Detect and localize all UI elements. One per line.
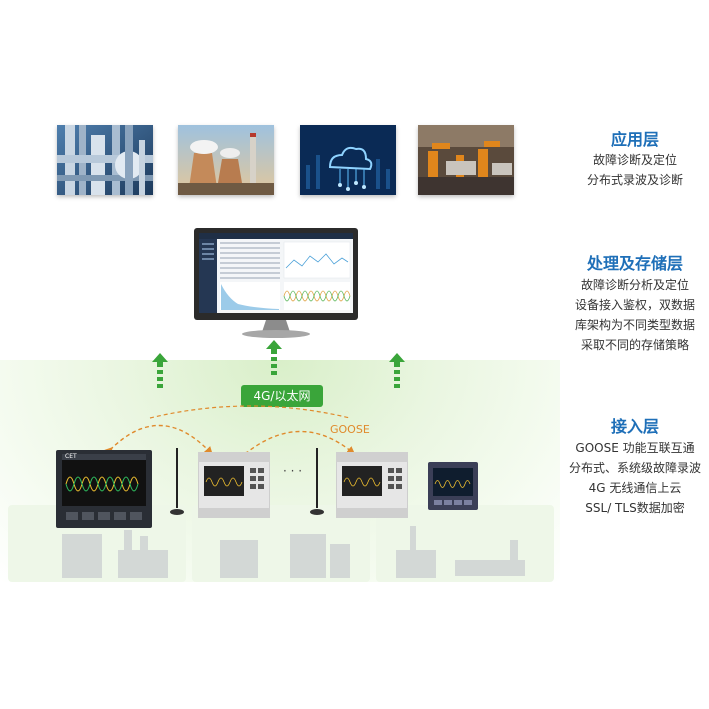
power-meter-device: [428, 462, 478, 510]
up-arrow-icon: [266, 340, 282, 375]
power-plant-image: [178, 125, 274, 195]
access-layer-line: GOOSE 功能互联互通: [575, 441, 695, 455]
access-layer-title: 接入层: [610, 417, 659, 436]
access-layer-line: 4G 无线通信上云: [588, 481, 682, 495]
up-arrow-icon: [152, 353, 168, 388]
din-rail-recorder-device: [335, 451, 409, 519]
cloud-computing-image: [300, 125, 396, 195]
processing-layer-title: 处理及存储层: [586, 254, 683, 273]
ellipsis: · · ·: [283, 464, 303, 478]
access-layer-description: GOOSE 功能互联互通 分布式、系统级故障录波 4G 无线通信上云 SSL/ …: [555, 438, 709, 518]
processing-layer-description: 故障诊断分析及定位 设备接入鉴权，双数据 库架构为不同类型数据 采取不同的存储策…: [555, 275, 709, 355]
monitor: [194, 228, 358, 340]
application-layer-title: 应用层: [610, 130, 659, 149]
processing-layer-line: 采取不同的存储策略: [580, 338, 689, 352]
application-layer-description: 故障诊断及定位 分布式录波及诊断: [555, 150, 709, 190]
industrial-pipes-image: [57, 125, 153, 195]
facility-silhouettes: [62, 526, 525, 578]
processing-layer-line: 故障诊断分析及定位: [580, 278, 689, 292]
robotic-assembly-image: [418, 125, 514, 195]
up-arrow-icon: [389, 353, 405, 388]
antenna-icon: [170, 448, 184, 515]
brand-logo: CET: [65, 453, 77, 460]
goose-label: GOOSE: [330, 423, 370, 436]
application-layer-line: 分布式录波及诊断: [586, 173, 683, 187]
goose-links: [104, 405, 356, 460]
processing-layer-line: 库架构为不同类型数据: [574, 318, 695, 332]
access-layer-line: 分布式、系统级故障录波: [568, 461, 701, 475]
panel-recorder-device: CET: [56, 450, 152, 528]
network-badge: 4G/以太网: [241, 385, 323, 407]
application-layer-line: 故障诊断及定位: [592, 153, 677, 167]
access-layer-line: SSL/ TLS数据加密: [585, 501, 685, 515]
antenna-icon: [310, 448, 324, 515]
din-rail-recorder-device: [197, 451, 271, 519]
processing-layer-line: 设备接入鉴权，双数据: [574, 298, 695, 312]
